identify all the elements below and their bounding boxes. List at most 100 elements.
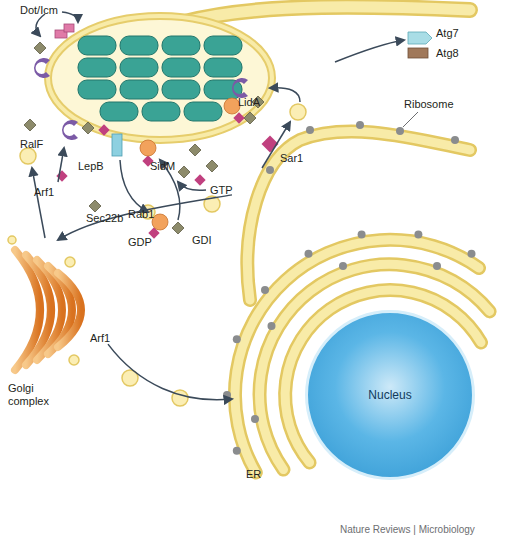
effector-crescents-part (62, 120, 78, 140)
protein-diamonds-part (172, 222, 184, 234)
tubule-band-part (185, 7, 470, 22)
protein-diamonds-part (178, 166, 190, 178)
tubule-band (185, 7, 470, 22)
rab1-circles-part (152, 214, 168, 230)
pathway-arrows-part (32, 168, 45, 238)
legionella-bacteria-part (184, 102, 222, 121)
golgi-vesicles (8, 236, 79, 365)
golgi-stack-part (58, 273, 81, 347)
effector-crescents (34, 58, 248, 140)
legionella-bacteria (78, 36, 242, 121)
transport-vesicles-part (290, 104, 306, 120)
molecule-label: GTP (210, 184, 233, 196)
ribosome-dots-part (339, 262, 347, 270)
transport-vesicles (20, 104, 306, 406)
lepb-rect (112, 134, 122, 156)
ribosome-leader (403, 112, 418, 127)
legionella-bacteria-part (204, 58, 242, 77)
secretion-system (55, 24, 74, 38)
lepb-rect-part (112, 134, 122, 156)
transport-arrow (58, 195, 232, 240)
protein-label: Rab1 (128, 208, 154, 220)
transport-vesicles-part (172, 390, 188, 406)
protein-diamonds-part (89, 200, 101, 212)
system-label: Dot/Icm (20, 4, 58, 16)
pathway-arrows-part (270, 88, 300, 102)
legionella-bacteria-part (78, 58, 116, 77)
structure-label: Ribosome (404, 98, 454, 110)
legionella-bacteria-part (120, 58, 158, 77)
edge-label: Arf1 (90, 332, 110, 344)
autophagy-proteins-part (408, 32, 432, 44)
rab1-circles (140, 98, 240, 230)
protein-label: LepB (78, 160, 104, 172)
protein-diamonds-part (24, 119, 36, 131)
golgi-vesicles-part (65, 257, 75, 267)
ribosome-dots-part (451, 136, 459, 144)
pathway-arrows-part (178, 182, 206, 190)
protein-label: Sar1 (280, 152, 303, 164)
watermark: Nature Reviews | Microbiology (340, 524, 475, 535)
vacuole-membrane (48, 16, 272, 140)
nucleus-circle: Nucleus (305, 310, 475, 480)
protein-diamonds-part (34, 42, 46, 54)
er-network-part (247, 131, 470, 300)
ribosome-dots-part (266, 166, 274, 174)
golgi-vesicles-part (69, 355, 79, 365)
golgi-stack (15, 250, 81, 370)
er-node: ER Nucleus (232, 128, 490, 480)
pathway-arrows-part (335, 40, 404, 62)
pathway-arrows-part (120, 160, 148, 212)
autophagy-proteins (408, 32, 432, 58)
protein-label: SidM (150, 160, 175, 172)
ribosome-dots-part (414, 231, 422, 239)
legionella-bacteria-part (120, 36, 158, 55)
ribosome-dots-part (433, 262, 441, 270)
rab1-circles-part (140, 140, 156, 156)
pathway-arrows-part (36, 14, 45, 36)
protein-label: Atg7 (436, 27, 459, 39)
ribosome-dots-part (251, 415, 259, 423)
legionella-bacteria-part (142, 102, 180, 121)
protein-label: RalF (20, 138, 43, 150)
ribosome-dots-part (233, 447, 241, 455)
legionella-bacteria-part (100, 102, 138, 121)
golgi-node: Golgi complex (8, 240, 108, 408)
node-label: ER (246, 468, 261, 480)
gtp-squares-part (194, 174, 205, 185)
node-label: Golgi complex (8, 382, 70, 408)
legionella-bacteria-part (162, 36, 200, 55)
protein-label: GDI (192, 234, 212, 246)
pathway-arrows-part (62, 12, 78, 22)
autophagy-proteins-part (408, 48, 428, 58)
legionella-bacteria-part (120, 80, 158, 99)
effector-crescents-part (34, 58, 50, 78)
rab1-circles-part (224, 98, 240, 114)
pathway-arrows-part (58, 148, 64, 182)
gtp-squares (56, 112, 278, 238)
golgi-vesicles-part (8, 236, 16, 244)
ribosome-dots-part (223, 391, 231, 399)
protein-diamonds-part (82, 122, 94, 134)
pathway-arrows (32, 12, 404, 238)
protein-diamonds-part (244, 112, 256, 124)
ribosome-dots-part (396, 127, 404, 135)
tubule-band-part (185, 7, 470, 22)
gtp-squares-part (98, 124, 109, 135)
protein-diamonds-part (206, 160, 218, 172)
legionella-bacteria-part (162, 80, 200, 99)
vacuole-membrane-part (48, 16, 272, 140)
protein-label: Atg8 (436, 47, 459, 59)
node-label: Nucleus (368, 388, 411, 402)
ribosome-dots-part (468, 250, 476, 258)
ribosome-dots-part (358, 231, 366, 239)
protein-diamonds-part (189, 144, 201, 156)
ribosome-dots-part (356, 121, 364, 129)
legionella-bacteria-part (78, 80, 116, 99)
transport-vesicles-part (20, 148, 36, 164)
ribosome-dots-part (268, 322, 276, 330)
legionella-bacteria-part (204, 36, 242, 55)
effector-crescents-part (232, 78, 248, 98)
ribosome-dots-part (261, 286, 269, 294)
